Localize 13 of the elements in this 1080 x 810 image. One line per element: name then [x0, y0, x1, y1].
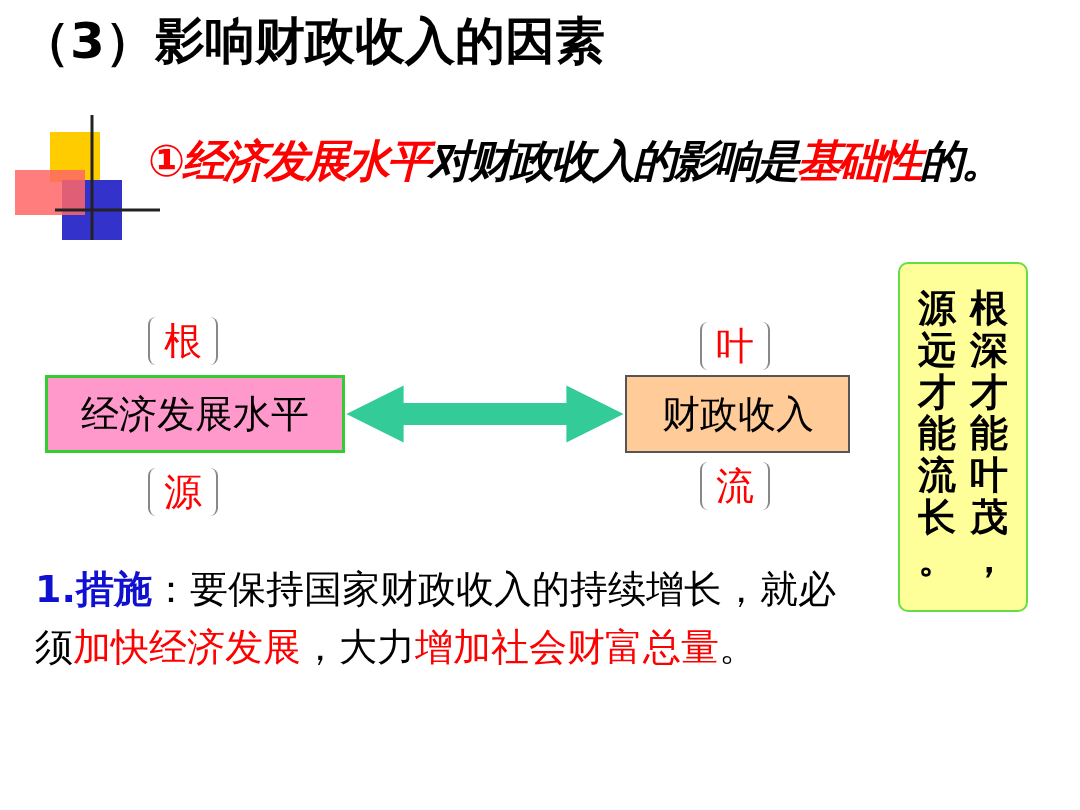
bracket-label: 源	[148, 468, 218, 516]
vertical-verse: 根深才能叶茂，	[970, 288, 1008, 583]
measure-paragraph: 1.措施：要保持国家财政收入的持续增长，就必须加快经济发展，大力增加社会财富总量。	[35, 566, 837, 671]
bracket-label: 流	[700, 462, 770, 510]
subtitle: ①经济发展水平对财政收入的影响是基础性的。	[148, 134, 1003, 188]
slide-title: （3）影响财政收入的因素	[20, 11, 605, 72]
bracket-label: 叶	[700, 322, 770, 370]
vertical-verse: 源远才能流长。	[918, 288, 956, 583]
concept-box: 财政收入	[625, 375, 850, 453]
bracket-label: 根	[148, 317, 218, 365]
scroll-banner	[898, 262, 1028, 612]
concept-box: 经济发展水平	[45, 375, 345, 453]
double-arrow	[346, 385, 624, 443]
